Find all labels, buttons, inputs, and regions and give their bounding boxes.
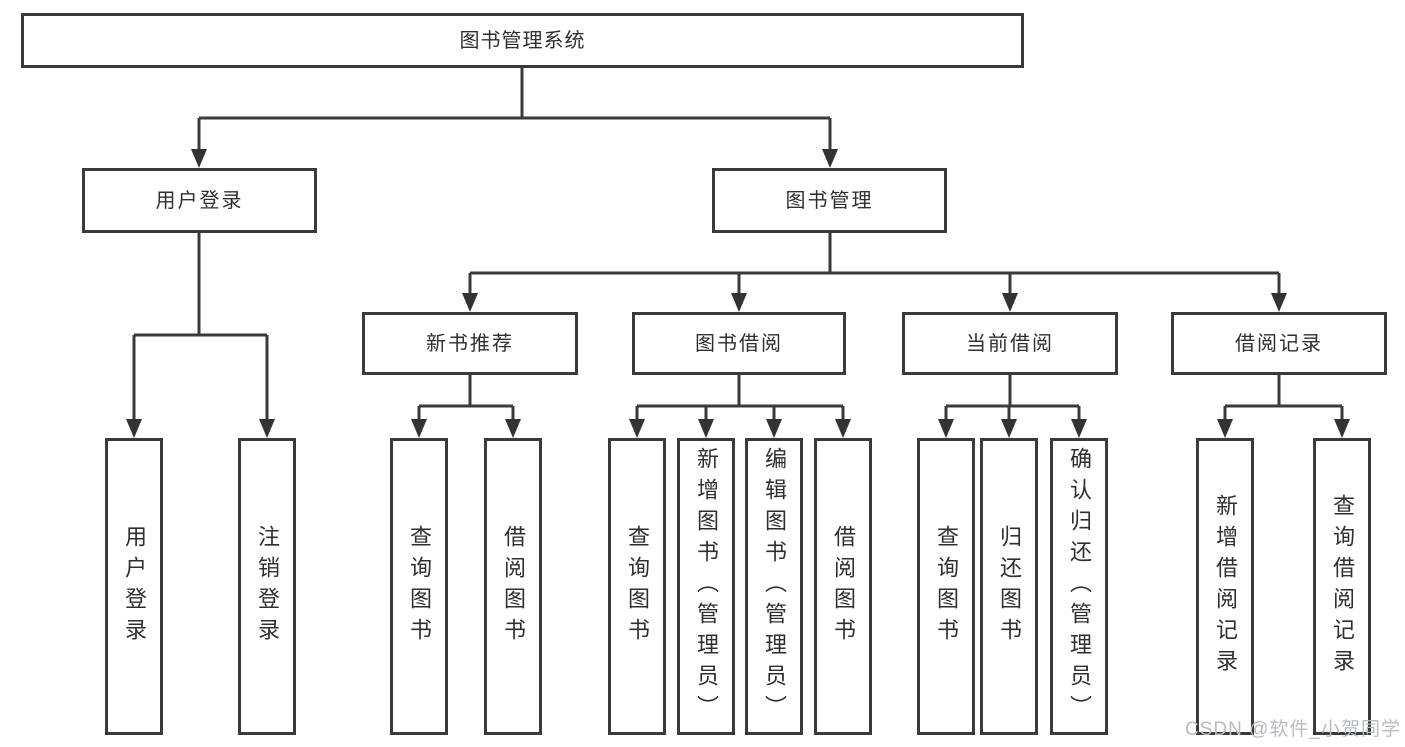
node-label: 用户登录 [122,524,147,649]
node-label: 图书管理系统 [459,29,586,52]
watermark-csdn: CSDN @软件_小贺同学 [1185,719,1401,740]
node-borrow-records: 借阅记录 [1171,312,1387,375]
node-book-management: 图书管理 [712,168,947,233]
node-label: 确认归还（管理员） [1067,447,1092,726]
node-label: 新增借阅记录 [1213,493,1238,680]
node-label: 编辑图书（管理员） [762,447,787,726]
node-label: 当前借阅 [966,332,1054,355]
node-label: 查询图书 [407,524,432,649]
leaf-borrow-books: 借阅图书 [814,438,872,735]
node-label: 归还图书 [997,524,1022,649]
node-current-borrowing: 当前借阅 [902,312,1118,375]
leaf-add-books-admin: 新增图书（管理员） [677,438,735,735]
node-library-management-system: 图书管理系统 [21,13,1024,68]
node-label: 新增图书（管理员） [694,447,719,726]
node-new-book-recommend: 新书推荐 [362,312,578,375]
leaf-borrow-books-recommend: 借阅图书 [484,438,542,735]
leaf-query-books-borrowing: 查询图书 [608,438,666,735]
leaf-edit-books-admin: 编辑图书（管理员） [745,438,803,735]
leaf-query-books-recommend: 查询图书 [390,438,448,735]
node-label: 用户登录 [155,189,244,212]
node-label: 查询图书 [625,524,650,649]
node-user-login: 用户登录 [82,168,317,233]
leaf-return-books: 归还图书 [980,438,1038,735]
leaf-query-books-current: 查询图书 [917,438,975,735]
leaf-logout: 注销登录 [238,438,296,735]
node-book-borrowing: 图书借阅 [632,312,846,375]
leaf-query-borrow-record: 查询借阅记录 [1313,438,1371,735]
node-label: 借阅图书 [501,524,526,649]
node-label: 借阅记录 [1235,332,1323,355]
node-label: 借阅图书 [831,524,856,649]
node-label: 查询图书 [934,524,959,649]
node-label: 图书借阅 [695,332,783,355]
leaf-user-login: 用户登录 [105,438,163,735]
leaf-confirm-return-admin: 确认归还（管理员） [1050,438,1108,735]
node-label: 新书推荐 [426,332,514,355]
node-label: 注销登录 [255,524,280,649]
node-label: 查询借阅记录 [1330,493,1355,680]
leaf-add-borrow-record: 新增借阅记录 [1196,438,1254,735]
node-label: 图书管理 [785,189,874,212]
